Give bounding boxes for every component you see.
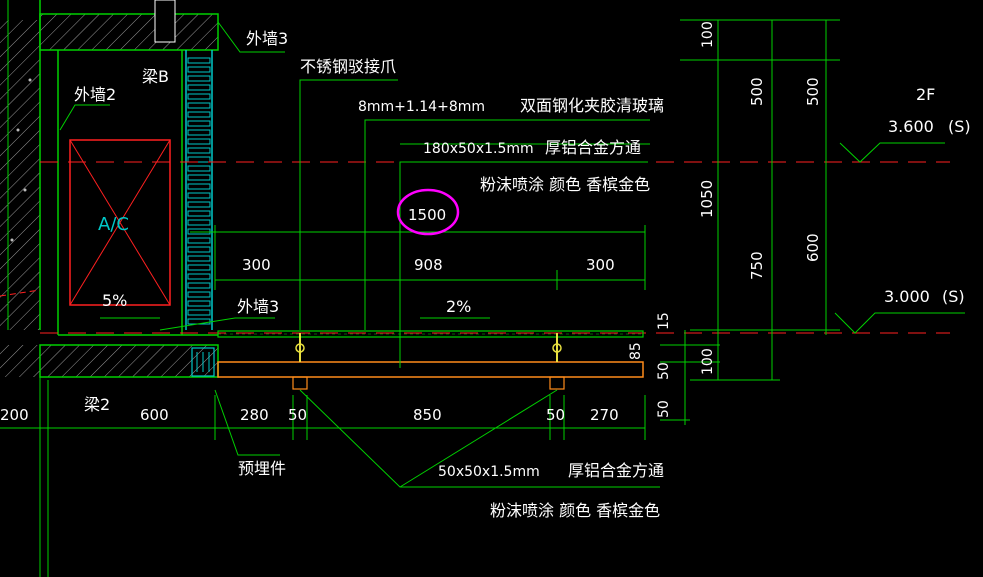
top-slab	[39, 0, 219, 51]
column-bolt	[187, 309, 211, 316]
vdim-600: 600	[804, 233, 822, 262]
label-tube-spec-top: 180x50x1.5mm	[423, 141, 534, 157]
dim-270: 270	[590, 406, 619, 424]
label-embedded: 预埋件	[238, 459, 286, 478]
column-bolt	[187, 174, 211, 181]
column-bolt	[187, 84, 211, 91]
label-beam-bottom: 梁2	[84, 395, 110, 414]
bottom-slab	[0, 344, 219, 378]
elevation-top	[839, 142, 945, 163]
label-claw: 不锈钢驳接爪	[300, 57, 396, 76]
column-bolt	[187, 57, 211, 64]
label-wall-left: 外墙2	[74, 85, 116, 104]
column-bolt	[187, 138, 211, 145]
highlight-circle	[396, 188, 460, 236]
dim-600: 600	[140, 406, 169, 424]
label-elev-bottom-s: (S)	[942, 287, 965, 306]
column-bolt	[187, 183, 211, 190]
dim-200: 200	[0, 406, 29, 424]
column-bolt	[187, 201, 211, 208]
column-bolt	[187, 300, 211, 307]
column-bolt	[187, 219, 211, 226]
label-slope-left: 5%	[102, 291, 127, 310]
column-bolt	[187, 192, 211, 199]
label-coating-top: 粉沫喷涂 颜色 香槟金色	[480, 175, 650, 194]
column-bolt	[187, 237, 211, 244]
column-bolt	[187, 210, 211, 217]
column-bolt	[187, 102, 211, 109]
inner-wall	[57, 50, 218, 336]
dim-50-a: 50	[288, 406, 307, 424]
label-elev-bottom: 3.000	[884, 287, 930, 306]
label-elev-top-s: (S)	[948, 117, 971, 136]
column-bolt	[187, 165, 211, 172]
column-bolt	[187, 318, 211, 325]
vdim-1050: 1050	[698, 180, 716, 218]
claw-left	[295, 333, 305, 362]
column-bolt	[187, 264, 211, 271]
claw-right	[552, 333, 562, 362]
dim-300-right: 300	[586, 256, 615, 274]
left-wall	[0, 0, 41, 330]
label-wall-top: 外墙3	[246, 29, 288, 48]
vdim-50-a: 50	[656, 362, 672, 380]
leaders	[59, 21, 660, 488]
label-elev-top: 3.600	[888, 117, 934, 136]
label-beam-top: 梁B	[142, 67, 169, 86]
vdim-lines	[660, 19, 840, 425]
ac-unit: A/C	[69, 139, 171, 306]
dim-300-left: 300	[242, 256, 271, 274]
ac-label: A/C	[98, 214, 129, 235]
label-tube-name-top: 厚铝合金方通	[545, 138, 641, 157]
label-glass-name: 双面钢化夹胶清玻璃	[520, 96, 664, 115]
label-tube-spec-bottom: 50x50x1.5mm	[438, 464, 540, 480]
column-bolt	[187, 129, 211, 136]
dim-lines	[0, 225, 646, 577]
label-glass-spec: 8mm+1.14+8mm	[358, 99, 485, 115]
label-wall-mid: 外墙3	[237, 297, 279, 316]
column-bolt	[187, 291, 211, 298]
label-tube-name-bottom: 厚铝合金方通	[568, 461, 664, 480]
vdim-500-a: 500	[748, 77, 766, 106]
column-bolt	[187, 273, 211, 280]
column-bolt	[187, 120, 211, 127]
vdim-15: 15	[656, 312, 672, 330]
vdim-750: 750	[748, 251, 766, 280]
vdim-50-b: 50	[656, 400, 672, 418]
label-floor: 2F	[916, 85, 935, 104]
column-bolt	[187, 66, 211, 73]
label-circled: 1500	[408, 206, 446, 224]
label-coating-bottom: 粉沫喷涂 颜色 香槟金色	[490, 501, 660, 520]
label-slope-right: 2%	[446, 297, 471, 316]
column-bolt	[187, 111, 211, 118]
dim-908: 908	[414, 256, 443, 274]
vdim-100-top: 100	[700, 21, 716, 48]
column-bolt	[187, 282, 211, 289]
elevation-bottom	[834, 312, 965, 334]
vdim-500-b: 500	[804, 77, 822, 106]
column-bolt	[187, 156, 211, 163]
column-bolt	[187, 246, 211, 253]
column-bolt	[187, 75, 211, 82]
dim-850: 850	[413, 406, 442, 424]
dim-280: 280	[240, 406, 269, 424]
column-bolt	[187, 255, 211, 262]
column-bolt	[187, 147, 211, 154]
glass-canopy	[191, 330, 644, 390]
column-bolt	[187, 93, 211, 100]
dim-50-b: 50	[546, 406, 565, 424]
vdim-100-bottom: 100	[700, 348, 716, 375]
cyan-column	[185, 50, 213, 330]
vdim-85: 85	[628, 342, 644, 360]
